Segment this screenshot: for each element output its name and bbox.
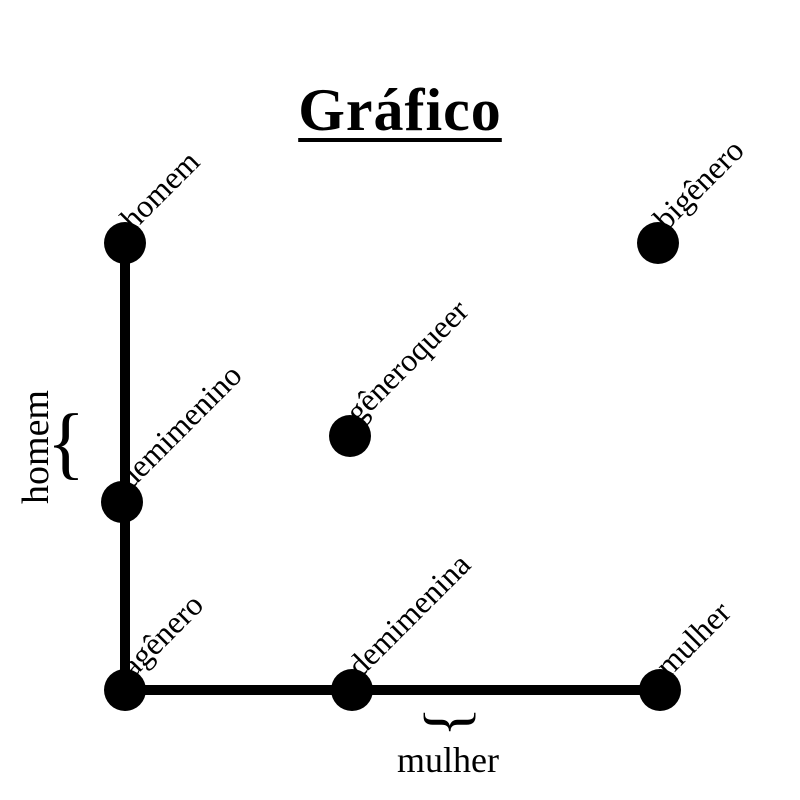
point-label: demimenina [339,546,478,684]
y-axis-label: homem [15,390,57,504]
bottom-curly-brace: { [413,707,481,737]
point-dot [101,481,143,523]
point-dot [331,669,373,711]
x-axis-label: mulher [397,740,499,780]
point-label: demimenino [109,356,249,496]
point-label: gêneroqueer [337,292,476,430]
point-dot [104,222,146,264]
point-dot [637,222,679,264]
point-label: mulher [647,593,738,684]
diagram-title: Gráfico [0,76,800,145]
point-label: bigênero [645,131,751,237]
vertical-axis-line [120,243,130,690]
point-dot [104,669,146,711]
point-label: homem [112,143,207,237]
point-dot [639,669,681,711]
diagram-title-text: Gráfico [298,77,502,143]
left-curly-brace: { [46,399,86,487]
horizontal-axis-line [125,685,660,695]
point-dot [329,415,371,457]
